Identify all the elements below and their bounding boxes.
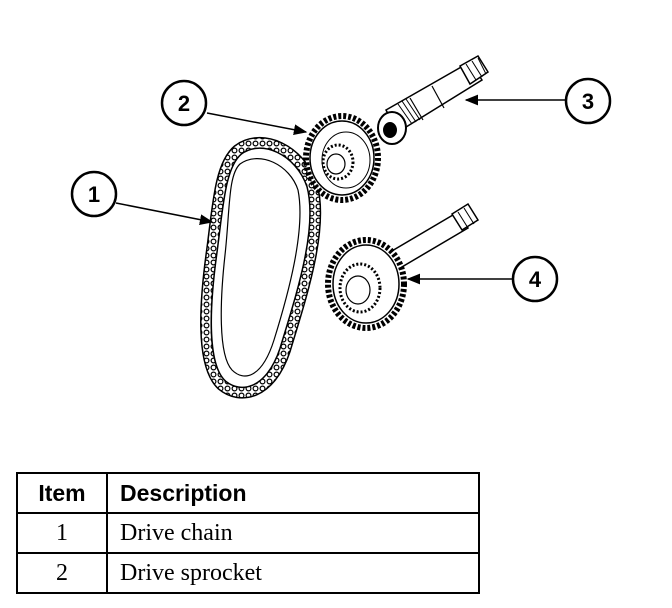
table-header-row: Item Description — [16, 472, 480, 514]
callout-2-leader — [206, 112, 308, 136]
callout-2: 2 — [160, 79, 208, 127]
callout-4: 4 — [511, 255, 559, 303]
callout-2-number: 2 — [178, 91, 190, 116]
callout-1-leader — [115, 202, 214, 225]
description-column-header: Description — [106, 472, 480, 514]
callout-4-number: 4 — [529, 267, 542, 292]
description-cell: Drive chain — [106, 512, 480, 554]
callout-3: 3 — [564, 77, 612, 125]
table-row: 2 Drive sprocket — [16, 552, 480, 594]
exploded-parts-diagram: 1 2 3 4 — [70, 54, 612, 399]
parts-legend-table: Item Description 1 Drive chain 2 Drive s… — [16, 472, 480, 594]
callout-3-number: 3 — [582, 89, 594, 114]
callout-1: 1 — [70, 170, 118, 218]
drive-chain — [200, 136, 322, 399]
table-row: 1 Drive chain — [16, 512, 480, 554]
shaft — [377, 54, 490, 145]
item-column-header: Item — [16, 472, 108, 514]
driven-sprocket-shaft — [325, 202, 480, 331]
callout-1-number: 1 — [88, 182, 100, 207]
drive-sprocket — [303, 113, 381, 203]
item-number-cell: 1 — [16, 512, 108, 554]
description-cell: Drive sprocket — [106, 552, 480, 594]
item-number-cell: 2 — [16, 552, 108, 594]
